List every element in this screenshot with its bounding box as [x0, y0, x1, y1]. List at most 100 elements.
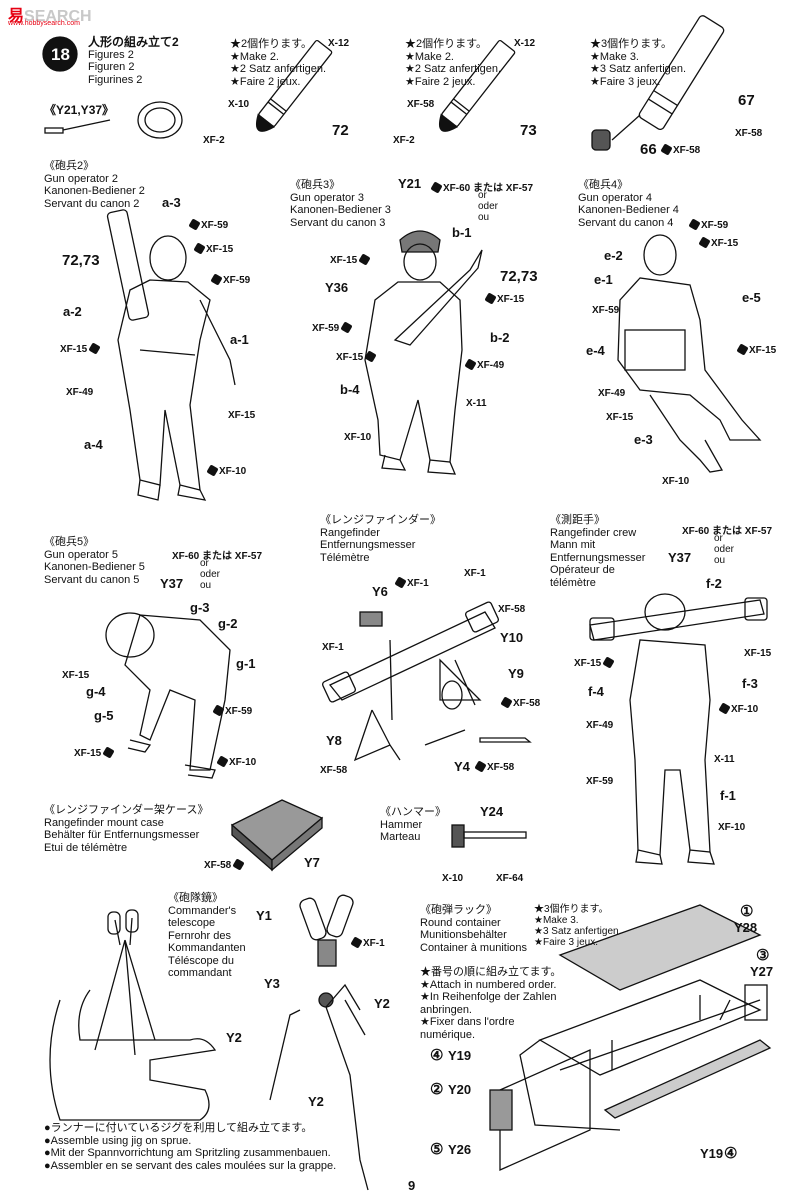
parts-y21-y37-label: 《Y21,Y37》: [44, 103, 115, 117]
shell72-color3: XF-2: [203, 135, 225, 146]
sprue-part: [44, 101, 183, 139]
rack-p4: ④: [430, 1047, 444, 1064]
rangefinder-y10: Y10: [500, 630, 524, 645]
op5-ou: ou: [200, 580, 212, 591]
telescope-y2a: Y2: [374, 996, 390, 1011]
shell73-color1: X-12: [514, 38, 536, 49]
shell73-part: 73: [520, 122, 537, 139]
op3-alt: XF-60 または XF-57: [430, 179, 533, 194]
figure-op4-art: [617, 234, 762, 473]
figure-crew-art: [589, 593, 768, 865]
op3-ou: ou: [478, 212, 490, 223]
op3-color1: XF-15: [330, 253, 371, 266]
telescope-y3: Y3: [264, 976, 280, 991]
tube-part67: 67: [738, 92, 755, 109]
op3-label-y36: Y36: [325, 280, 349, 295]
shell72-color1: X-12: [328, 38, 350, 49]
shell-72-art: [255, 39, 333, 132]
telescope-y2c: Y2: [308, 1094, 324, 1109]
tube-note: ★3個作ります。★Make 3.★3 Satz anfertigen.★Fair…: [590, 38, 687, 88]
hammer-color2: XF-64: [496, 873, 524, 884]
hammer-color1: X-10: [442, 873, 464, 884]
rack-p1: ①: [740, 903, 754, 920]
crew-oder: oder: [714, 544, 735, 555]
rangefinder-y4: Y4: [454, 759, 470, 774]
rangefinder-art: [321, 601, 532, 762]
rack-p3: ③: [756, 947, 770, 964]
op2-color7: XF-10: [206, 464, 246, 477]
op2-color2: XF-15: [193, 242, 233, 255]
tube-color67: XF-58: [735, 128, 763, 139]
telescope-y2b: Y2: [226, 1030, 242, 1045]
crew-label-f4: f-4: [588, 684, 604, 699]
rangefinder-y9: Y9: [508, 666, 524, 681]
rack-art: [489, 904, 772, 1172]
figure-op2-art: [106, 209, 236, 501]
op5-or: or: [200, 558, 209, 569]
brand-logo: 易SEARCH: [8, 8, 92, 25]
crew-label-f3: f-3: [742, 676, 758, 691]
rack-y19b: Y19: [700, 1146, 724, 1161]
shell-73-art: [438, 39, 516, 132]
hammer-part: Y24: [480, 804, 504, 819]
op3-color6: X-11: [466, 398, 487, 409]
crew-alt: XF-60 または XF-57: [682, 526, 773, 537]
crew-y37: Y37: [668, 550, 692, 565]
tube-color66: XF-58: [660, 143, 700, 156]
op2-color6: XF-15: [228, 410, 256, 421]
telescope-color: XF-1: [350, 936, 385, 949]
shell73-note: ★2個作ります。★Make 2.★2 Satz anfertigen.★Fair…: [405, 38, 502, 88]
rangefinder-color6: XF-58: [320, 765, 348, 776]
op2-label-a1: a-1: [230, 332, 249, 347]
op4-color4: XF-15: [736, 343, 776, 356]
brand-url: www.hobbysearch.com: [8, 20, 80, 27]
op2-label-a4: a-4: [84, 437, 103, 452]
crew-color1: XF-15: [574, 656, 615, 669]
op5-label-g4: g-4: [86, 684, 106, 699]
rack-y26: Y26: [448, 1142, 472, 1157]
page-number: 9: [408, 1178, 416, 1193]
rangefinder-color2: XF-1: [464, 568, 486, 579]
rangefinder-color5: XF-58: [500, 696, 540, 709]
figure-op3-art: [364, 230, 483, 475]
op3-color5: XF-49: [464, 358, 504, 371]
crew-color4: XF-49: [586, 720, 614, 731]
crew-color7: XF-10: [718, 822, 746, 833]
step-title: 人形の組み立て2 Figures 2 Figuren 2 Figurines 2: [88, 35, 179, 86]
rangefinder-y8: Y8: [326, 733, 342, 748]
rack-y27: Y27: [750, 964, 774, 979]
figure-op5-art: [105, 612, 231, 779]
op5-oder: oder: [200, 569, 221, 580]
op2-color1: XF-59: [188, 218, 228, 231]
tube-part66: 66: [640, 141, 657, 158]
op4-color5: XF-49: [598, 388, 626, 399]
op3-oder: oder: [478, 201, 499, 212]
op4-label-e1: e-1: [594, 272, 613, 287]
op2-label-a3: a-3: [162, 195, 181, 210]
rangefinder-y6: Y6: [372, 584, 388, 599]
op3-color3: XF-59: [312, 321, 353, 334]
op5-color3: XF-15: [74, 746, 115, 759]
rack-note: ★3個作ります。★Make 3.★3 Satz anfertigen.★Fair…: [534, 904, 622, 948]
jig-art: [49, 909, 217, 1121]
mountcase-part: Y7: [304, 855, 320, 870]
op5-color4: XF-10: [216, 755, 256, 768]
crew-color5: X-11: [714, 754, 735, 765]
op5-color1: XF-15: [62, 670, 90, 681]
op2-label-7273: 72,73: [62, 252, 100, 269]
crew-color3: XF-10: [718, 702, 758, 715]
op3-label-b4: b-4: [340, 382, 360, 397]
op5-alt: XF-60 または XF-57: [172, 551, 263, 562]
rack-y19: Y19: [448, 1048, 472, 1063]
op5-label-g3: g-3: [190, 600, 210, 615]
op5-label-g2: g-2: [218, 616, 238, 631]
crew-label-f1: f-1: [720, 788, 736, 803]
shell73-color3: XF-2: [393, 135, 415, 146]
